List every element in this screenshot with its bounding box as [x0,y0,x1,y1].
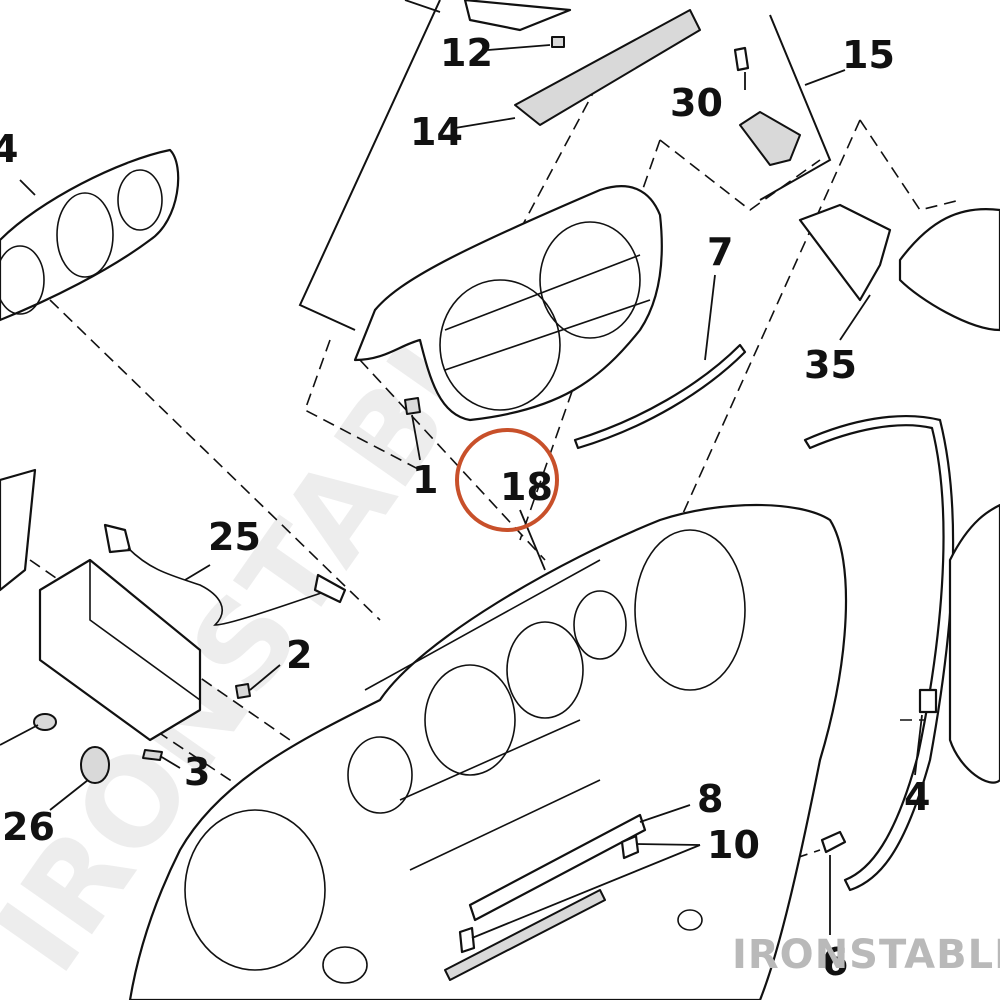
callout-26: 26 [2,805,55,849]
knob-26 [80,746,110,784]
screw-1 [404,397,421,415]
fastener-4 [918,688,938,714]
switch-module-part [38,523,347,742]
screw-3 [142,749,163,761]
clip-part [551,36,565,48]
callout-18: 18 [500,465,553,509]
trim-strip-part [573,343,747,450]
callout-3: 3 [184,750,210,794]
top-bracket-part [463,0,701,126]
screw-2 [235,683,251,699]
callout-6: 6 [822,940,848,984]
callout-labels: 1 2 3 4 4 6 7 8 10 12 14 15 18 25 26 30 … [0,31,930,984]
callout-30: 30 [670,81,723,125]
gauge-bezel-part [0,148,180,322]
right-upper-housing-part [798,203,1000,332]
callout-2: 2 [286,633,312,677]
callout-25: 25 [208,515,261,559]
grommet-26 [33,713,57,731]
callout-35: 35 [804,343,857,387]
callout-4-right: 4 [904,775,930,819]
fasteners [33,397,938,854]
callout-12: 12 [440,31,493,75]
assembly-frames [298,0,832,331]
brand-logo-text: IRONSTABLE [732,932,1000,978]
callout-4-left: 4 [0,127,18,171]
callout-15: 15 [842,33,895,77]
left-wedge-part [0,468,37,592]
callout-14: 14 [410,110,463,154]
leader-lines [0,0,923,939]
callout-8: 8 [697,777,723,821]
fastener-6 [820,830,847,854]
callout-10: 10 [707,823,760,867]
inner-fairing-part [128,503,848,1000]
highlight-circle [455,428,559,532]
callout-1: 1 [412,458,438,502]
bracket-30-part [733,46,801,166]
seal-strips-part [444,813,647,981]
callout-7: 7 [707,230,733,274]
gauge-housing-part [353,185,663,422]
